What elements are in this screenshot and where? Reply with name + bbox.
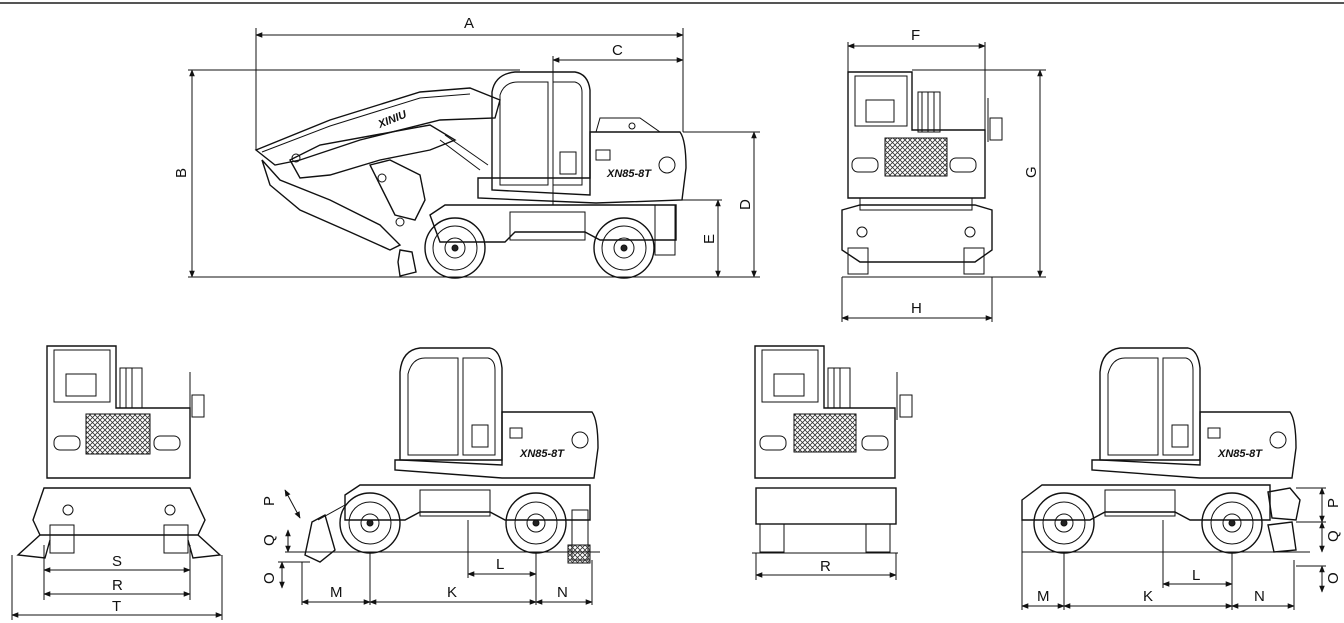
dozer-blade bbox=[397, 249, 417, 277]
dim-label-n-2: N bbox=[1254, 588, 1265, 605]
dim-label-k-1: K bbox=[447, 584, 457, 601]
front-view-top: F G H bbox=[841, 27, 1046, 322]
model-badge: XN85-8T bbox=[606, 168, 652, 180]
dim-label-q-1: Q bbox=[261, 534, 278, 546]
dim-label-q-2: Q bbox=[1325, 530, 1342, 542]
dim-label-g: G bbox=[1023, 166, 1040, 178]
dim-label-t: T bbox=[112, 598, 121, 615]
dim-label-n-1: N bbox=[557, 584, 568, 601]
rear-view: R bbox=[752, 345, 913, 580]
dim-label-m-2: M bbox=[1037, 588, 1050, 605]
dim-label-o-1: O bbox=[261, 572, 278, 584]
dim-label-d: D bbox=[737, 199, 754, 210]
dimension-lines-side bbox=[188, 28, 760, 278]
dim-label-r: R bbox=[112, 577, 123, 594]
upper-structure: XN85-8T bbox=[477, 117, 687, 204]
radiator-grille bbox=[884, 137, 948, 177]
dim-label-m-1: M bbox=[330, 584, 343, 601]
side-view-full: XINIU XN85-8T bbox=[173, 15, 760, 279]
dim-label-k-2: K bbox=[1143, 588, 1153, 605]
dim-label-p-1: P bbox=[261, 496, 278, 506]
dim-label-r-2: R bbox=[820, 558, 831, 575]
wheel-1 bbox=[339, 492, 401, 554]
boom-logo: XINIU bbox=[376, 108, 410, 131]
dimension-lines-blade-side bbox=[278, 489, 593, 605]
dim-label-b: B bbox=[173, 168, 190, 178]
boom-arm: XINIU bbox=[254, 87, 501, 251]
rear-wheel bbox=[593, 217, 655, 279]
cab bbox=[491, 71, 591, 196]
dim-label-p-2: P bbox=[1325, 498, 1342, 508]
model-badge-3: XN85-8T bbox=[1217, 448, 1263, 460]
model-badge-2: XN85-8T bbox=[519, 448, 565, 460]
dim-label-s: S bbox=[112, 553, 122, 570]
dim-label-l-2: L bbox=[1192, 567, 1200, 584]
side-view-blade: XN85-8T bbox=[261, 347, 600, 605]
dimension-lines-outrigger bbox=[11, 545, 223, 620]
radiator-grille-2 bbox=[85, 413, 151, 455]
dim-label-o-2: O bbox=[1325, 572, 1342, 584]
dim-label-c: C bbox=[612, 42, 623, 59]
wheel-2 bbox=[505, 492, 567, 554]
dimension-lines-rear-side bbox=[1021, 487, 1326, 610]
dimension-lines-rear bbox=[755, 553, 897, 580]
side-view-rear: XN85-8T bbox=[1021, 347, 1342, 610]
dim-label-a: A bbox=[464, 15, 474, 32]
dim-label-h: H bbox=[911, 300, 922, 317]
front-view-outriggers: S R T bbox=[11, 345, 223, 620]
wheel-3 bbox=[1033, 492, 1095, 554]
front-wheel bbox=[424, 217, 486, 279]
radiator-grille-3 bbox=[793, 413, 857, 453]
dimension-lines-front bbox=[841, 42, 1046, 322]
dim-label-f: F bbox=[911, 27, 920, 44]
wheel-4 bbox=[1201, 492, 1263, 554]
dim-label-e: E bbox=[701, 234, 718, 244]
dim-label-l-1: L bbox=[496, 556, 504, 573]
chassis bbox=[429, 204, 677, 256]
